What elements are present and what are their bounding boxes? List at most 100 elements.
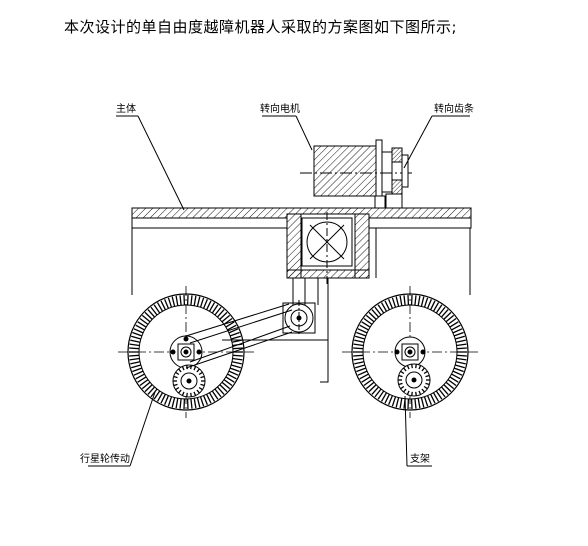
gear-tooth xyxy=(417,398,421,409)
gear-tooth xyxy=(231,335,241,340)
gear-tooth xyxy=(196,368,200,373)
gear-tooth xyxy=(406,390,410,395)
gear-tooth xyxy=(377,304,385,314)
gear-tooth xyxy=(186,392,188,397)
gear-tooth xyxy=(231,361,242,365)
gear-tooth xyxy=(456,347,467,350)
gear-tooth xyxy=(435,304,443,314)
gear-tooth xyxy=(153,304,161,314)
gear-tooth xyxy=(420,296,425,307)
gear-tooth xyxy=(384,393,390,404)
gear-tooth xyxy=(363,317,373,325)
gear-tooth xyxy=(411,364,413,369)
gear-tooth xyxy=(447,379,457,387)
gear-tooth xyxy=(190,398,193,409)
gear-tooth xyxy=(430,300,436,311)
gear-tooth xyxy=(232,354,243,357)
caption-text: 本次设计的单自由度越障机器人采取的方案图如下图所示; xyxy=(64,18,458,36)
gear-tooth xyxy=(403,295,406,306)
gear-tooth xyxy=(179,295,182,306)
gear-tooth xyxy=(359,373,369,380)
gear-tooth xyxy=(193,398,197,409)
gear-tooth xyxy=(141,314,151,323)
gear-tooth xyxy=(374,306,382,316)
gear-tooth xyxy=(451,324,461,331)
gear-tooth xyxy=(361,376,371,383)
gear-tooth xyxy=(199,396,205,407)
gear-tooth xyxy=(129,354,140,357)
gear-tooth xyxy=(426,298,433,309)
gear-tooth xyxy=(214,306,222,316)
gear-tooth xyxy=(141,381,151,390)
gear-tooth xyxy=(129,343,140,347)
gear-tooth xyxy=(175,386,180,391)
left-planetary-gear xyxy=(172,364,206,398)
leader-lines xyxy=(88,115,470,467)
gear-tooth xyxy=(355,335,365,340)
gear-tooth xyxy=(353,343,364,347)
gear-tooth xyxy=(403,367,407,372)
gear-tooth xyxy=(455,339,466,343)
steering-rack xyxy=(385,147,409,209)
right-wheel-hub xyxy=(394,336,426,368)
gear-tooth xyxy=(144,311,153,320)
gear-tooth xyxy=(353,347,364,350)
gear-tooth xyxy=(423,370,428,375)
gear-tooth xyxy=(133,370,144,376)
gear-tooth xyxy=(399,295,403,306)
gear-tooth xyxy=(229,367,240,373)
gear-tooth xyxy=(421,367,425,372)
gear-tooth xyxy=(398,382,403,386)
left-bracket-plate xyxy=(222,339,329,383)
gear-tooth xyxy=(447,317,457,325)
gear-tooth xyxy=(415,364,417,369)
gear-tooth xyxy=(380,302,388,312)
gear-tooth xyxy=(391,297,397,308)
label-steering-motor: 转向电机 xyxy=(260,102,300,115)
gear-tooth xyxy=(139,379,149,387)
gear-tooth xyxy=(368,384,377,393)
gear-tooth xyxy=(411,391,413,396)
gear-tooth xyxy=(371,386,380,395)
gear-tooth xyxy=(228,370,239,376)
gear-tooth xyxy=(163,298,170,309)
label-steering-rack: 转向齿条 xyxy=(434,102,474,115)
gear-tooth xyxy=(135,373,145,380)
gear-tooth xyxy=(130,339,141,343)
gear-tooth xyxy=(160,393,166,404)
gear-tooth xyxy=(425,382,430,386)
gear-tooth xyxy=(144,384,153,393)
gear-tooth xyxy=(193,295,197,306)
gear-tooth xyxy=(129,347,140,350)
gear-tooth xyxy=(199,297,205,308)
gear-tooth xyxy=(221,314,231,323)
gear-tooth xyxy=(196,389,200,394)
gear-tooth xyxy=(400,385,405,390)
gear-tooth xyxy=(223,379,233,387)
gear-tooth xyxy=(420,397,425,408)
gear-tooth xyxy=(232,347,243,350)
gear-tooth xyxy=(198,386,203,391)
gear-tooth xyxy=(456,354,467,357)
gear-tooth xyxy=(456,343,467,347)
gear-tooth xyxy=(160,300,166,311)
gear-tooth xyxy=(163,395,170,406)
gear-tooth xyxy=(132,367,143,373)
gear-tooth xyxy=(181,391,185,396)
steering-housing xyxy=(286,212,370,284)
gear-tooth xyxy=(440,386,449,395)
gear-tooth xyxy=(202,395,209,406)
gear-tooth xyxy=(208,392,216,402)
steering-motor xyxy=(300,139,412,209)
gear-tooth xyxy=(398,374,403,378)
gear-tooth xyxy=(216,386,225,395)
gear-tooth xyxy=(423,396,429,407)
gear-tooth xyxy=(227,373,237,380)
gear-tooth xyxy=(139,317,149,325)
gear-tooth xyxy=(200,375,205,379)
gear-tooth xyxy=(453,367,464,373)
gear-tooth xyxy=(147,309,156,318)
gear-tooth xyxy=(175,295,179,306)
right-wheel xyxy=(342,286,478,418)
